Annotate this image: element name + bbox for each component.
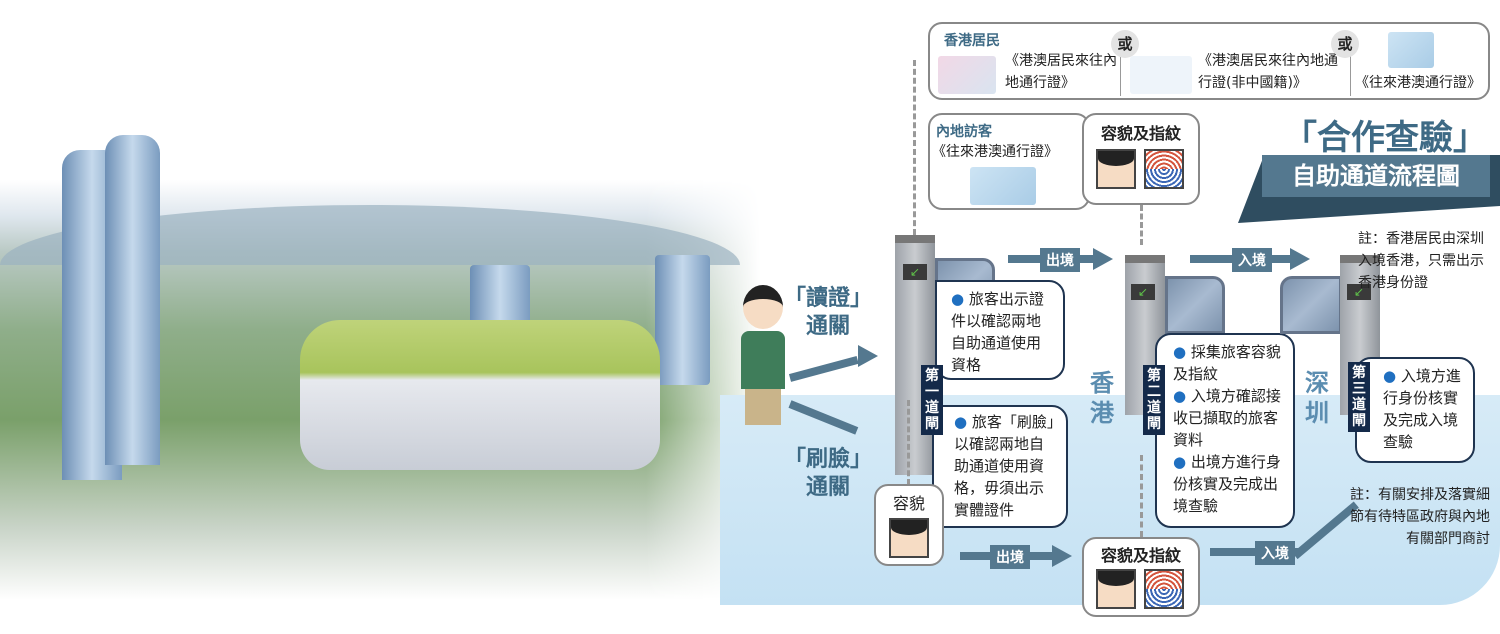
arrow-head (1290, 248, 1310, 270)
connector-line (1140, 455, 1143, 537)
hk-residents-heading: 香港居民 (944, 33, 1000, 49)
gate-2-label: 第二道閘 (1143, 365, 1165, 435)
note-top: 註：香港居民由深圳入境香港，只需出示香港身份證 (1358, 231, 1484, 291)
port-building (300, 320, 660, 470)
connector-line (1140, 205, 1143, 245)
arrow-read (788, 356, 859, 382)
gate-2-glass (1165, 276, 1225, 334)
permit-card-icon (1130, 56, 1192, 94)
or-badge: 或 (1111, 30, 1139, 58)
mainland-doc: 《往來港澳通行證》 (932, 144, 1058, 160)
exit-label-bottom: 出境 (990, 545, 1030, 569)
fingerprint-icon (1144, 149, 1184, 189)
arrow-head (1093, 248, 1113, 270)
gate-1-read-text: 旅客出示證件以確認兩地自助通道使用資格 (951, 290, 1044, 374)
biometrics-box-bottom: 容貌及指紋 (1082, 537, 1200, 617)
building-mid (470, 265, 530, 325)
arrow-head (858, 345, 878, 367)
gate-3-glass (1280, 276, 1342, 334)
biometrics-box-top: 容貌及指紋 (1082, 113, 1200, 205)
face-label: 容貌 (892, 494, 925, 513)
permit-card-icon (1388, 32, 1434, 68)
biometrics-label: 容貌及指紋 (1100, 546, 1181, 565)
gate-3-text: 入境方進行身份核實及完成入境查驗 (1383, 367, 1461, 451)
entry-label-top: 入境 (1232, 248, 1272, 272)
doc-1: 《港澳居民來往內地通行證》 (1005, 53, 1117, 91)
permit-card-icon (938, 56, 996, 94)
mainland-visitors-box: 內地訪客 《往來港澳通行證》 (928, 113, 1090, 210)
fingerprint-icon (1144, 569, 1184, 609)
title-sub: 自助通道流程圖 (1262, 155, 1490, 197)
face-icon (1096, 149, 1136, 189)
mainland-heading: 內地訪客 (936, 124, 992, 140)
gate-2-step: ● 入境方確認接收已擷取的旅客資料 (1173, 387, 1281, 449)
note-bottom: 註：有關安排及落實細節有待特區政府與內地有關部門商討 (1350, 487, 1490, 547)
hk-residents-box: 香港居民 《港澳居民來往內地通行證》 《港澳居民來往內地通行證(非中國籍)》 《… (928, 22, 1490, 100)
face-icon (889, 518, 929, 558)
gate-check-icon: ↙ (903, 264, 927, 280)
step-text: 採集旅客容貌及指紋 (1173, 343, 1281, 383)
gate-3-label: 第三道閘 (1348, 362, 1370, 432)
title-main: 「合作查驗」 (1283, 118, 1487, 158)
doc-2: 《港澳居民來往內地通行證(非中國籍)》 (1198, 53, 1338, 91)
gate-1-face-text: 旅客「刷臉」以確認兩地自助通道使用資格，毋須出示實體證件 (954, 413, 1055, 519)
biometrics-label: 容貌及指紋 (1100, 124, 1181, 143)
gate-2-steps: ● 採集旅客容貌及指紋 ● 入境方確認接收已擷取的旅客資料 ● 出境方進行身份核… (1155, 333, 1295, 528)
divider (1120, 52, 1121, 96)
gate-2-step: ● 出境方進行身份核實及完成出境查驗 (1173, 453, 1281, 515)
step-text: 出境方進行身份核實及完成出境查驗 (1173, 453, 1281, 515)
connector-line (907, 400, 910, 485)
tower-right (105, 135, 160, 465)
entry-label-bottom: 入境 (1255, 541, 1295, 565)
doc-3: 《往來港澳通行證》 (1355, 75, 1481, 91)
gate-1-read-step: ● 旅客出示證件以確認兩地自助通道使用資格 (935, 280, 1065, 380)
route-read-doc: 「讀證」通關 (783, 286, 872, 339)
gate-check-icon: ↙ (1131, 284, 1155, 300)
gate-1-label: 第一道閘 (921, 365, 943, 435)
place-sz: 深圳 (1305, 369, 1329, 427)
connector-line (913, 60, 916, 235)
gate-1-face-step: ● 旅客「刷臉」以確認兩地自助通道使用資格，毋須出示實體證件 (932, 405, 1068, 528)
gate-3-step: ● 入境方進行身份核實及完成入境查驗 (1355, 357, 1475, 463)
divider (1350, 52, 1351, 96)
exit-label-top: 出境 (1040, 248, 1080, 272)
route-face-scan: 「刷臉」通關 (783, 447, 872, 500)
gate-check-icon: ↙ (1347, 284, 1371, 300)
building-right (655, 255, 710, 385)
face-icon (1096, 569, 1136, 609)
gate-2-step: ● 採集旅客容貌及指紋 (1173, 343, 1281, 383)
permit-card-icon (970, 167, 1036, 205)
or-badge: 或 (1331, 30, 1359, 58)
arrow-head (1052, 545, 1072, 567)
step-text: 入境方確認接收已擷取的旅客資料 (1173, 387, 1281, 449)
place-hk: 香港 (1090, 369, 1114, 427)
face-box: 容貌 (874, 484, 944, 566)
traveller-figure (735, 285, 790, 435)
